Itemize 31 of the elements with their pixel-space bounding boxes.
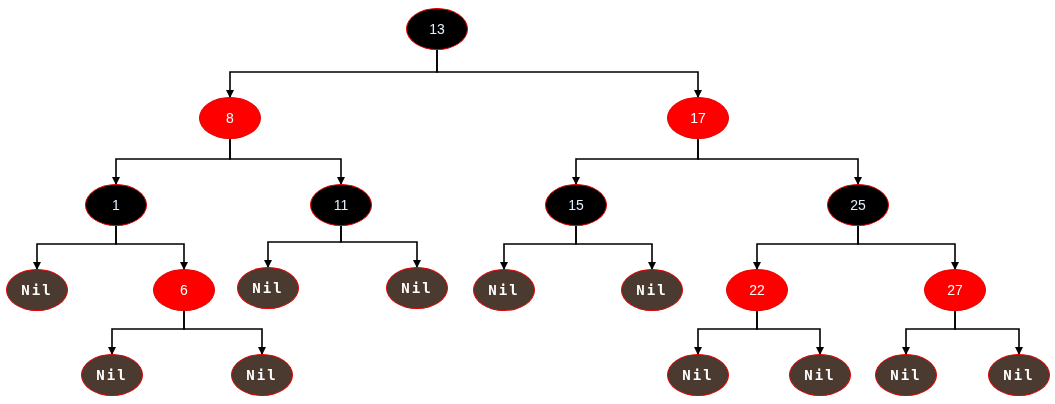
- node-value: 17: [690, 110, 706, 126]
- node-value: Nil: [401, 280, 433, 296]
- arrow: [183, 310, 266, 355]
- node-value: 25: [850, 197, 866, 213]
- node-value: 11: [333, 197, 349, 213]
- node-value: 15: [568, 197, 584, 213]
- node-value: 8: [226, 110, 234, 126]
- arrow: [756, 310, 824, 355]
- node-value: Nil: [890, 367, 922, 383]
- arrow: [229, 138, 345, 185]
- node-value: 6: [180, 282, 188, 298]
- node-value: 1: [112, 197, 120, 213]
- arrow: [857, 225, 959, 270]
- node-value: 22: [749, 282, 765, 298]
- node-value: Nil: [1003, 367, 1035, 383]
- arrow: [954, 310, 1023, 355]
- node-value: Nil: [682, 367, 714, 383]
- node-value: Nil: [804, 367, 836, 383]
- arrow: [340, 225, 421, 268]
- arrow: [575, 225, 656, 270]
- arrow: [436, 49, 702, 98]
- node-value: 27: [947, 282, 963, 298]
- node-value: Nil: [252, 280, 284, 296]
- arrow: [697, 138, 862, 185]
- node-value: Nil: [246, 367, 278, 383]
- node-value: Nil: [488, 282, 520, 298]
- node-value: Nil: [21, 282, 53, 298]
- arrow: [115, 225, 188, 270]
- node-value: 13: [429, 21, 445, 37]
- node-value: Nil: [96, 367, 128, 383]
- node-value: Nil: [636, 282, 668, 298]
